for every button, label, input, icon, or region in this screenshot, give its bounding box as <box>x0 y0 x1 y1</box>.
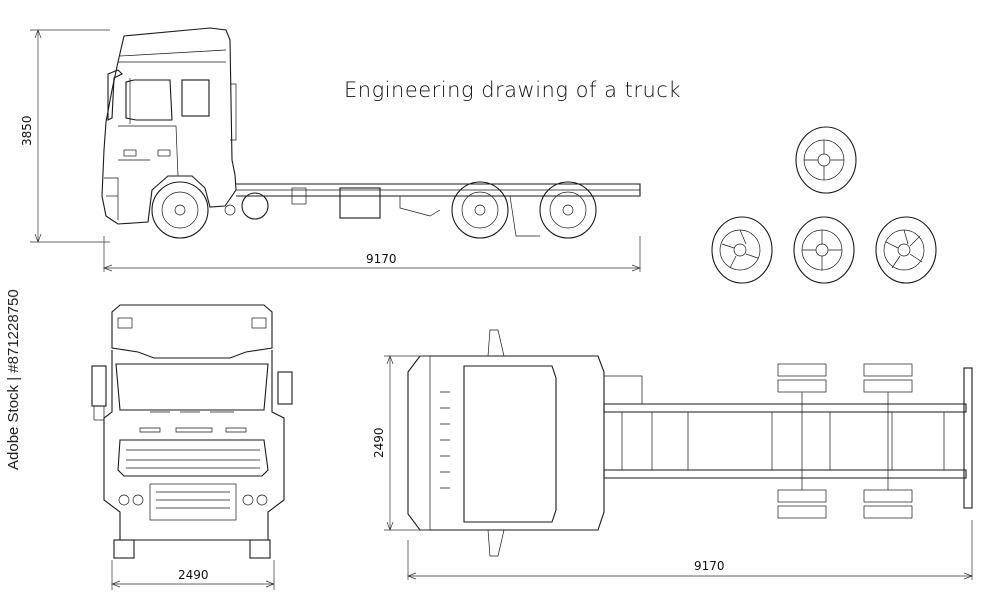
side-cab-outline <box>101 27 237 225</box>
side-rear-wheel-1 <box>451 181 509 239</box>
wheel-details <box>711 126 937 284</box>
side-length-label: 9170 <box>366 252 397 266</box>
top-rear-axle-2 <box>863 363 913 519</box>
front-headlight-left <box>118 494 130 506</box>
front-windshield <box>115 363 269 411</box>
front-width-label: 2490 <box>178 568 209 582</box>
side-window-rear <box>181 79 210 117</box>
top-length-label: 9170 <box>694 559 725 573</box>
top-rear-axle-1 <box>777 363 827 519</box>
side-height-label: 3850 <box>20 115 34 146</box>
side-front-wheel <box>151 181 209 239</box>
wheel-detail-left <box>711 216 773 284</box>
side-mirror <box>107 69 123 121</box>
top-windshield <box>463 365 557 523</box>
wheel-detail-right <box>875 216 937 284</box>
top-rear-bumper <box>963 367 973 509</box>
top-view <box>384 329 973 580</box>
side-height-dim-line <box>30 29 110 243</box>
front-view <box>91 304 293 590</box>
top-cab-outline <box>407 355 605 531</box>
side-door <box>118 125 179 177</box>
side-view <box>30 27 641 272</box>
top-width-dim-line <box>384 355 430 531</box>
top-mirror-lower <box>487 529 505 557</box>
side-cab-roof-line <box>119 49 227 57</box>
wheel-detail-top <box>795 126 857 194</box>
front-headlight-right <box>242 494 254 506</box>
side-window-front <box>125 79 173 121</box>
side-fuel-tank <box>339 187 381 219</box>
wheel-detail-middle <box>793 216 855 284</box>
top-width-label: 2490 <box>372 427 386 458</box>
top-mirror-upper <box>487 329 505 357</box>
front-wheel-left <box>113 539 135 559</box>
front-mirror-left <box>91 365 107 407</box>
front-width-dim-line <box>111 560 275 590</box>
front-roof <box>111 304 273 359</box>
side-length-dim-line <box>103 236 641 272</box>
top-length-dim-line <box>407 520 973 580</box>
stock-watermark-text: Adobe Stock | #871228750 <box>5 289 22 470</box>
front-wheel-right <box>249 539 271 559</box>
front-grille <box>117 439 269 477</box>
top-chassis-frame <box>603 403 967 479</box>
front-cab <box>103 350 285 541</box>
side-rear-wheel-2 <box>539 181 597 239</box>
side-air-tank <box>241 192 269 220</box>
drawing-title: Engineering drawing of a truck <box>344 78 681 102</box>
front-mirror-right <box>277 371 293 405</box>
